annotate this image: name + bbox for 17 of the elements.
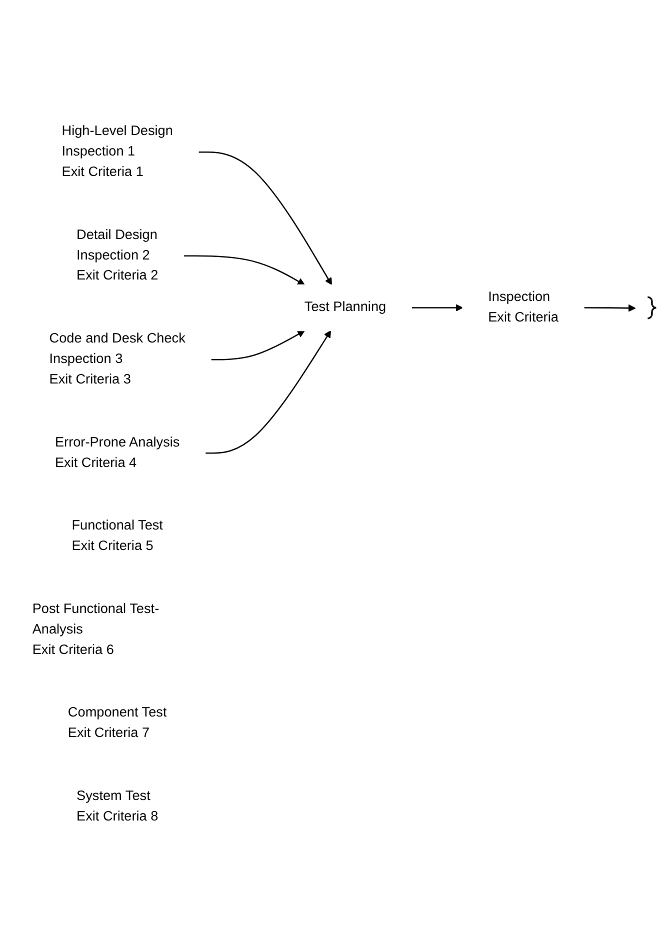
node-text: Code and Desk Check Inspection 3 Exit Criteria 3 <box>49 331 186 386</box>
arrow <box>584 304 636 312</box>
node-text: Detail Design Inspection 2 Exit Criteria 2 <box>76 227 158 283</box>
node-text: High-Level Design Inspection 1 Exit Criteria 1 <box>62 124 173 179</box>
node-text: Error-Prone Analysis Exit Criteria 4 <box>54 434 180 470</box>
arrow <box>412 304 463 312</box>
arrow <box>184 254 305 285</box>
node-text: Inspection Exit Criteria <box>488 289 558 324</box>
arrow <box>210 330 305 360</box>
node-text: Component Test Exit Criteria 7 <box>68 705 167 740</box>
node-text: Test Planning <box>304 300 386 314</box>
arrow <box>205 330 332 454</box>
node-text: Functional Test Exit Criteria 5 <box>72 518 163 554</box>
arrow <box>198 151 332 285</box>
node-bracket <box>646 296 658 319</box>
node-text: System Test Exit Criteria 8 <box>76 788 158 824</box>
node-text: Post Functional Test-Analysis Exit Criteria 6 <box>32 602 160 657</box>
